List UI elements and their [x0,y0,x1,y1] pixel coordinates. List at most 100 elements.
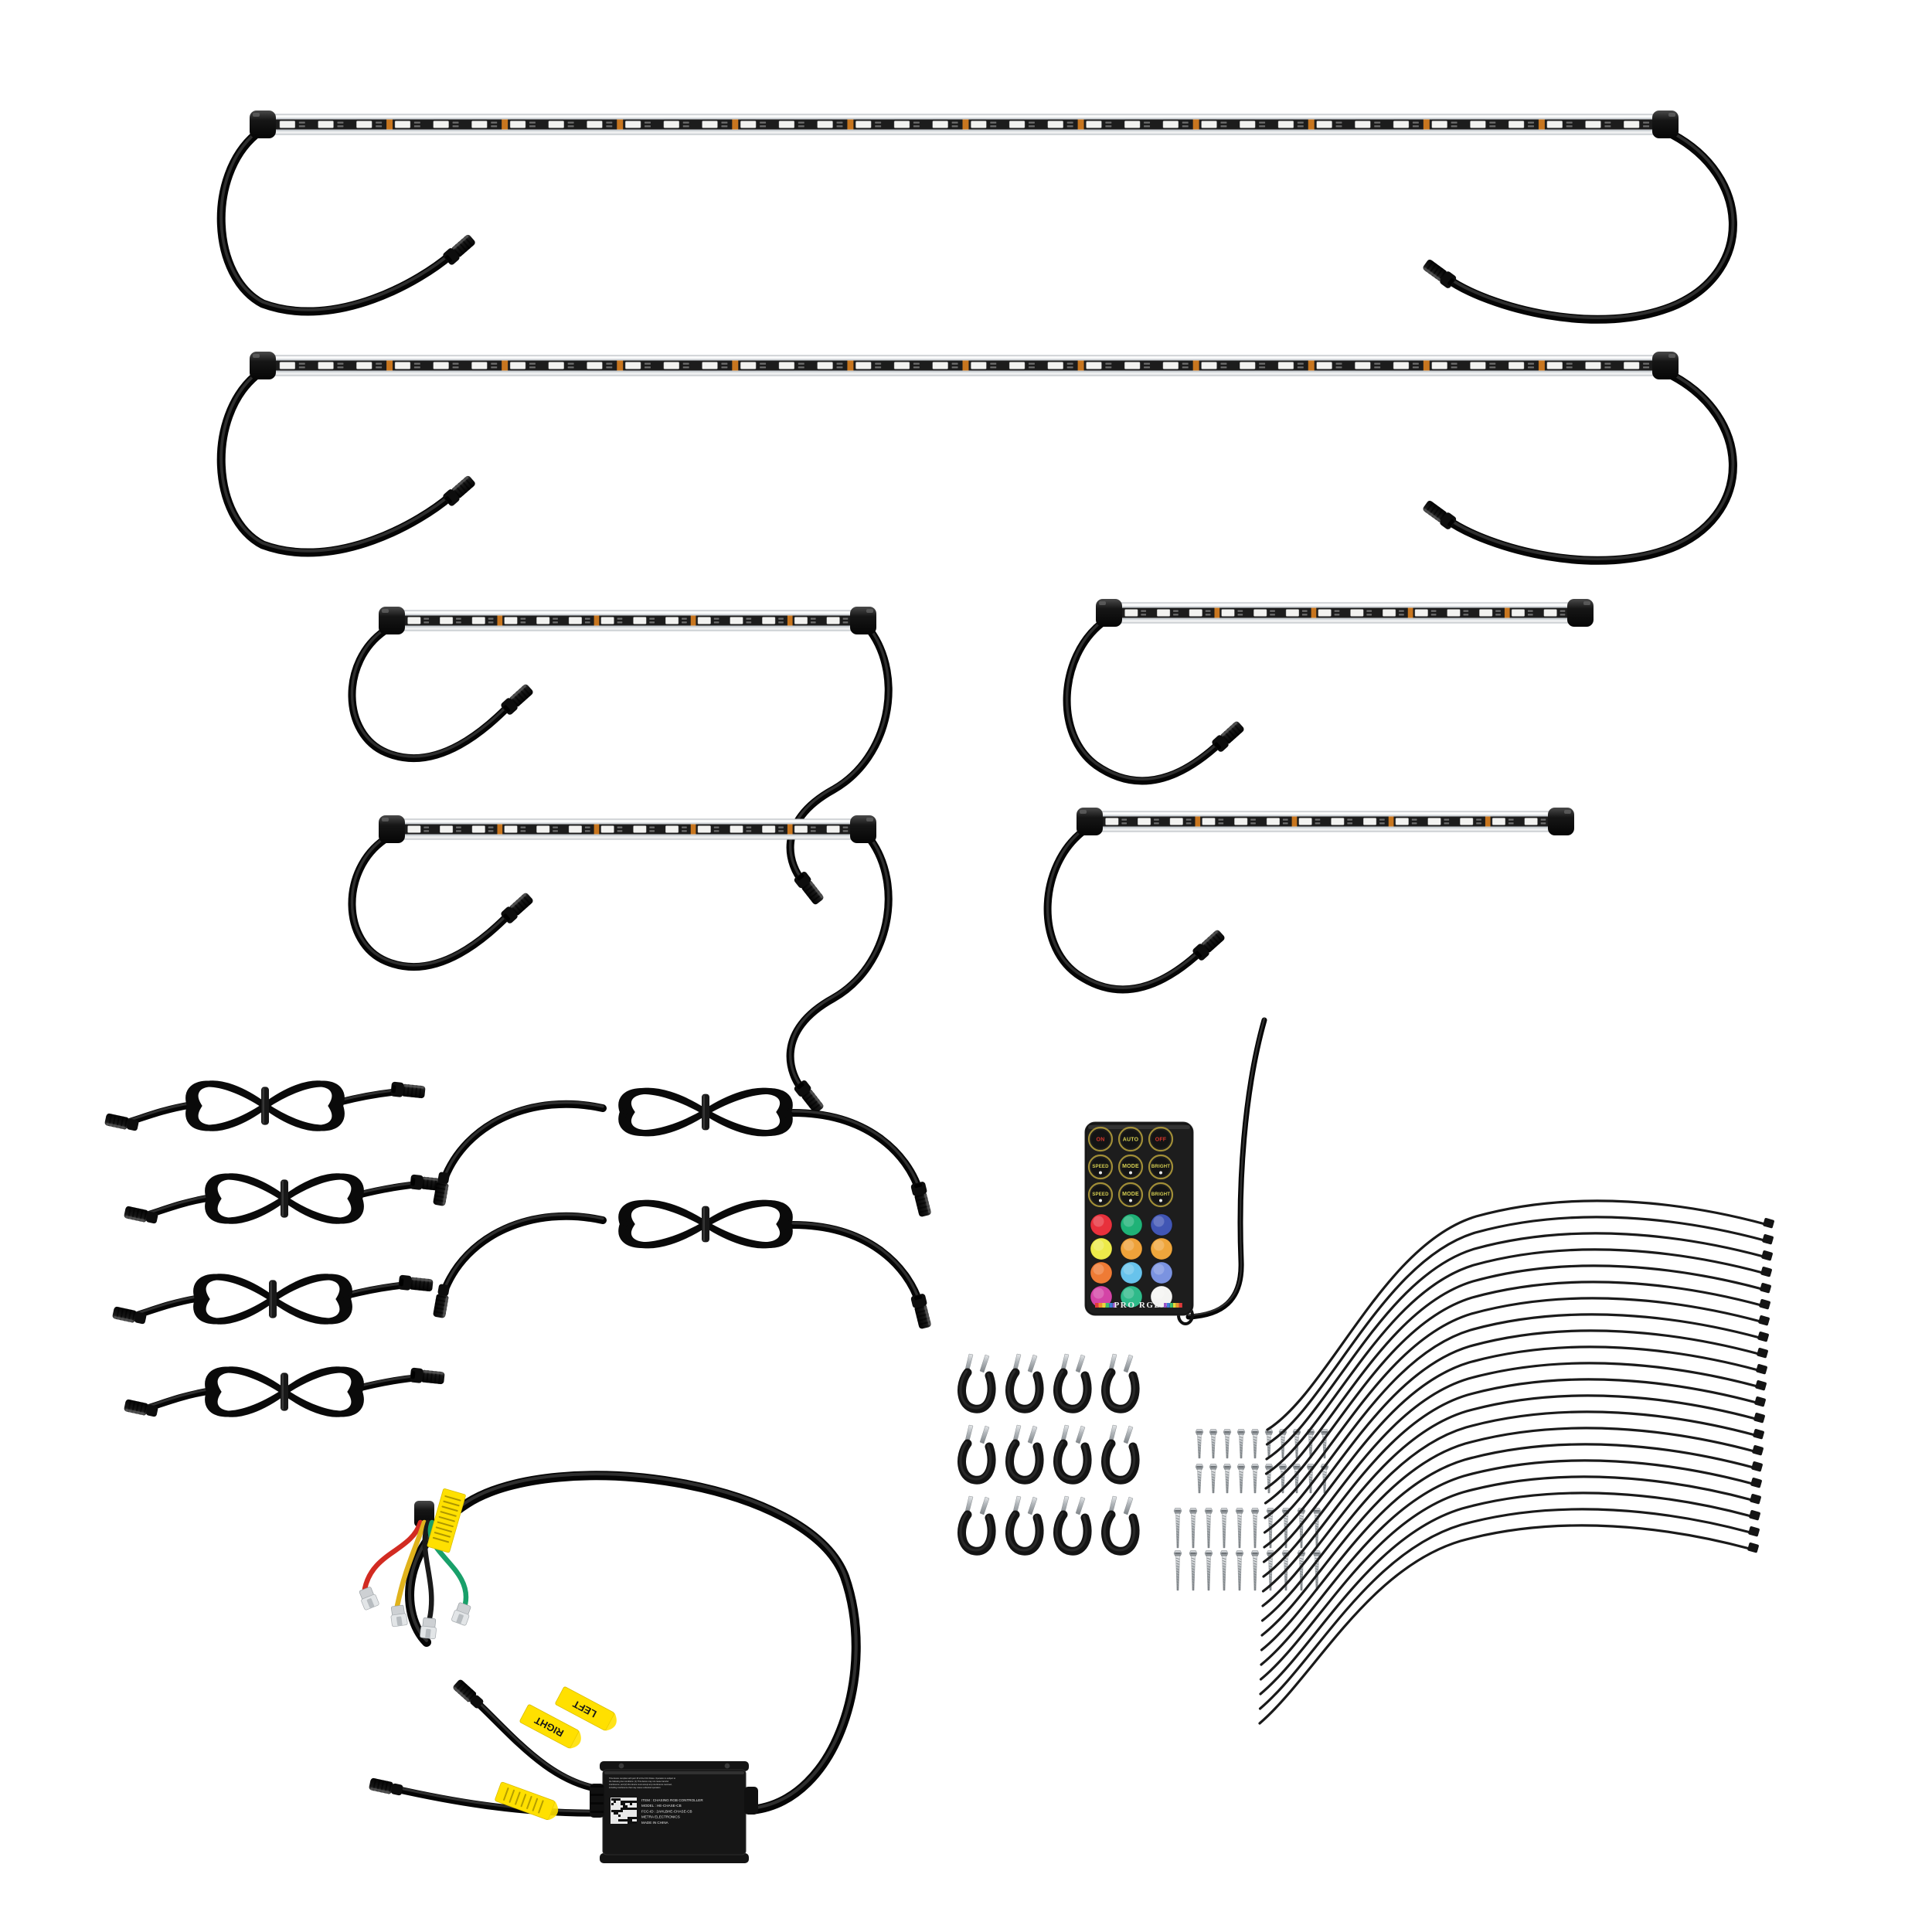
short-left-connector-3 [501,893,533,923]
p-clamp-r1c0 [957,1424,996,1485]
remote-color-btn-r3c0[interactable] [1090,1285,1113,1308]
zip-tie-21 [1258,1524,1751,1725]
long-screw-r0c4 [1235,1508,1244,1549]
svg-text:MODE: MODE [1122,1164,1139,1169]
remote-btn-mode-4[interactable]: MODE [1117,1154,1144,1180]
remote-brand-text: PRO RGB [1114,1301,1161,1310]
spade-terminal-4 [451,1602,471,1626]
svg-text:MODE: MODE [1122,1192,1139,1197]
zip-tie-18 [1259,1475,1753,1681]
long-screw-r1c9 [1312,1550,1321,1591]
p-clamp-r1c1 [1005,1424,1044,1485]
long-led-strip-2 [250,352,1679,379]
remote-btn-speed-6[interactable]: SPEED [1087,1182,1114,1208]
remote-btn-bright-8[interactable]: BRIGHT [1148,1182,1174,1208]
long-ext-coil-1 [618,1087,793,1137]
zip-tie-17 [1260,1459,1754,1666]
zip-tie-group [1258,1199,1774,1725]
p-clamp-r2c3 [1101,1495,1140,1556]
long-ext-connector-female-1 [910,1182,931,1217]
ext-coil-4 [205,1366,364,1417]
ext-tail-left-4 [144,1387,213,1412]
p-clamp-r1c2 [1053,1424,1092,1485]
short-screw-r0c4 [1250,1429,1260,1459]
remote-color-btn-r0c0[interactable] [1090,1213,1113,1236]
short-right-cable-1 [786,627,893,886]
right-connector-1 [1423,260,1457,288]
zip-tie-head-20 [1748,1526,1760,1537]
remote-color-btn-r0c2[interactable] [1150,1213,1173,1236]
remote-btn-bright-5[interactable]: BRIGHT [1148,1154,1174,1180]
ext-tail-left-3 [132,1294,202,1319]
long-screw-r1c5 [1250,1550,1260,1591]
zip-tie-7 [1264,1297,1762,1519]
btn-indicator-dot [1159,1199,1162,1202]
long-screw-r1c6 [1266,1550,1275,1591]
yellow-wire [394,1519,427,1609]
zip-tie-head-14 [1753,1429,1764,1440]
btn-indicator-dot [1099,1199,1102,1202]
remote-color-btn-r1c1[interactable] [1120,1237,1143,1260]
svg-text:BRIGHT: BRIGHT [1151,1192,1170,1197]
remote-brand: PRO RGB [1095,1301,1182,1310]
remote-color-btn-r3c2[interactable] [1150,1285,1173,1308]
zip-tie-head-5 [1760,1283,1771,1294]
remote-color-btn-r0c1[interactable] [1120,1213,1143,1236]
rgb-controller-box: This device complies with part 15 of the… [590,1761,758,1863]
remote-btn-speed-3[interactable]: SPEED [1087,1154,1114,1180]
long-ext-tail-left-2 [440,1212,607,1297]
short-led-strip-4 [1077,808,1574,835]
remote-btn-auto-1[interactable]: AUTO [1117,1126,1144,1152]
long-screw-r1c3 [1219,1550,1229,1591]
zip-tie-head-17 [1750,1478,1762,1488]
zip-tie-14 [1260,1410,1757,1622]
zip-tie-4 [1264,1248,1764,1475]
power-wire-harness [359,1488,471,1640]
long-screw-r1c0 [1173,1550,1182,1591]
long-ext-connector-male-1 [433,1172,450,1206]
ext-connector-female-1 [390,1081,426,1099]
short-screw-group [1195,1429,1329,1494]
svg-text:SPEED: SPEED [1092,1192,1109,1197]
short-right-connector-1 [794,872,824,905]
remote-color-btn-r2c0[interactable] [1090,1261,1113,1284]
remote-color-btn-r2c2[interactable] [1150,1261,1173,1284]
svg-text:ON: ON [1097,1138,1105,1143]
zip-tie-head-4 [1760,1267,1772,1277]
left-connector-1 [443,234,475,265]
zip-tie-head-18 [1750,1494,1761,1505]
long-ext-connector-male-2 [433,1284,450,1318]
zip-tie-11 [1262,1362,1759,1578]
p-clamp-r2c0 [957,1495,996,1556]
short-screw-r1c1 [1209,1464,1218,1494]
short-strip-group [348,599,1594,1114]
spade-terminal-2 [390,1604,408,1628]
ext-connector-male-2 [124,1206,158,1224]
p-clamp-r1c3 [1101,1424,1140,1485]
remote-btn-off-2[interactable]: OFF [1148,1126,1174,1152]
remote-color-btn-r2c1[interactable] [1120,1261,1143,1284]
short-screw-r0c2 [1223,1429,1232,1459]
remote-btn-mode-7[interactable]: MODE [1117,1182,1144,1208]
remote-color-btn-r1c2[interactable] [1150,1237,1173,1260]
controller-main-power-cable [405,1471,861,1815]
remote-color-btn-r1c0[interactable] [1090,1237,1113,1260]
controller-spec-line-5: MADE IN CHINA [641,1821,669,1825]
long-ext-connector-female-2 [910,1294,931,1329]
long-screw-group [1173,1508,1321,1591]
long-screw-r1c1 [1189,1550,1198,1591]
zip-tie-head-3 [1761,1250,1773,1261]
black-wire [422,1519,434,1621]
zip-tie-head-19 [1749,1510,1760,1521]
btn-indicator-dot [1129,1199,1132,1202]
zip-tie-head-21 [1747,1543,1759,1553]
zip-tie-6 [1264,1281,1763,1505]
zip-tie-16 [1260,1443,1755,1651]
remote-btn-on-0[interactable]: ON [1087,1126,1114,1152]
ext-connector-male-3 [112,1306,147,1325]
remote-color-btn-r3c1[interactable] [1120,1285,1143,1308]
zip-tie-10 [1262,1345,1760,1563]
zip-tie-9 [1263,1329,1760,1549]
